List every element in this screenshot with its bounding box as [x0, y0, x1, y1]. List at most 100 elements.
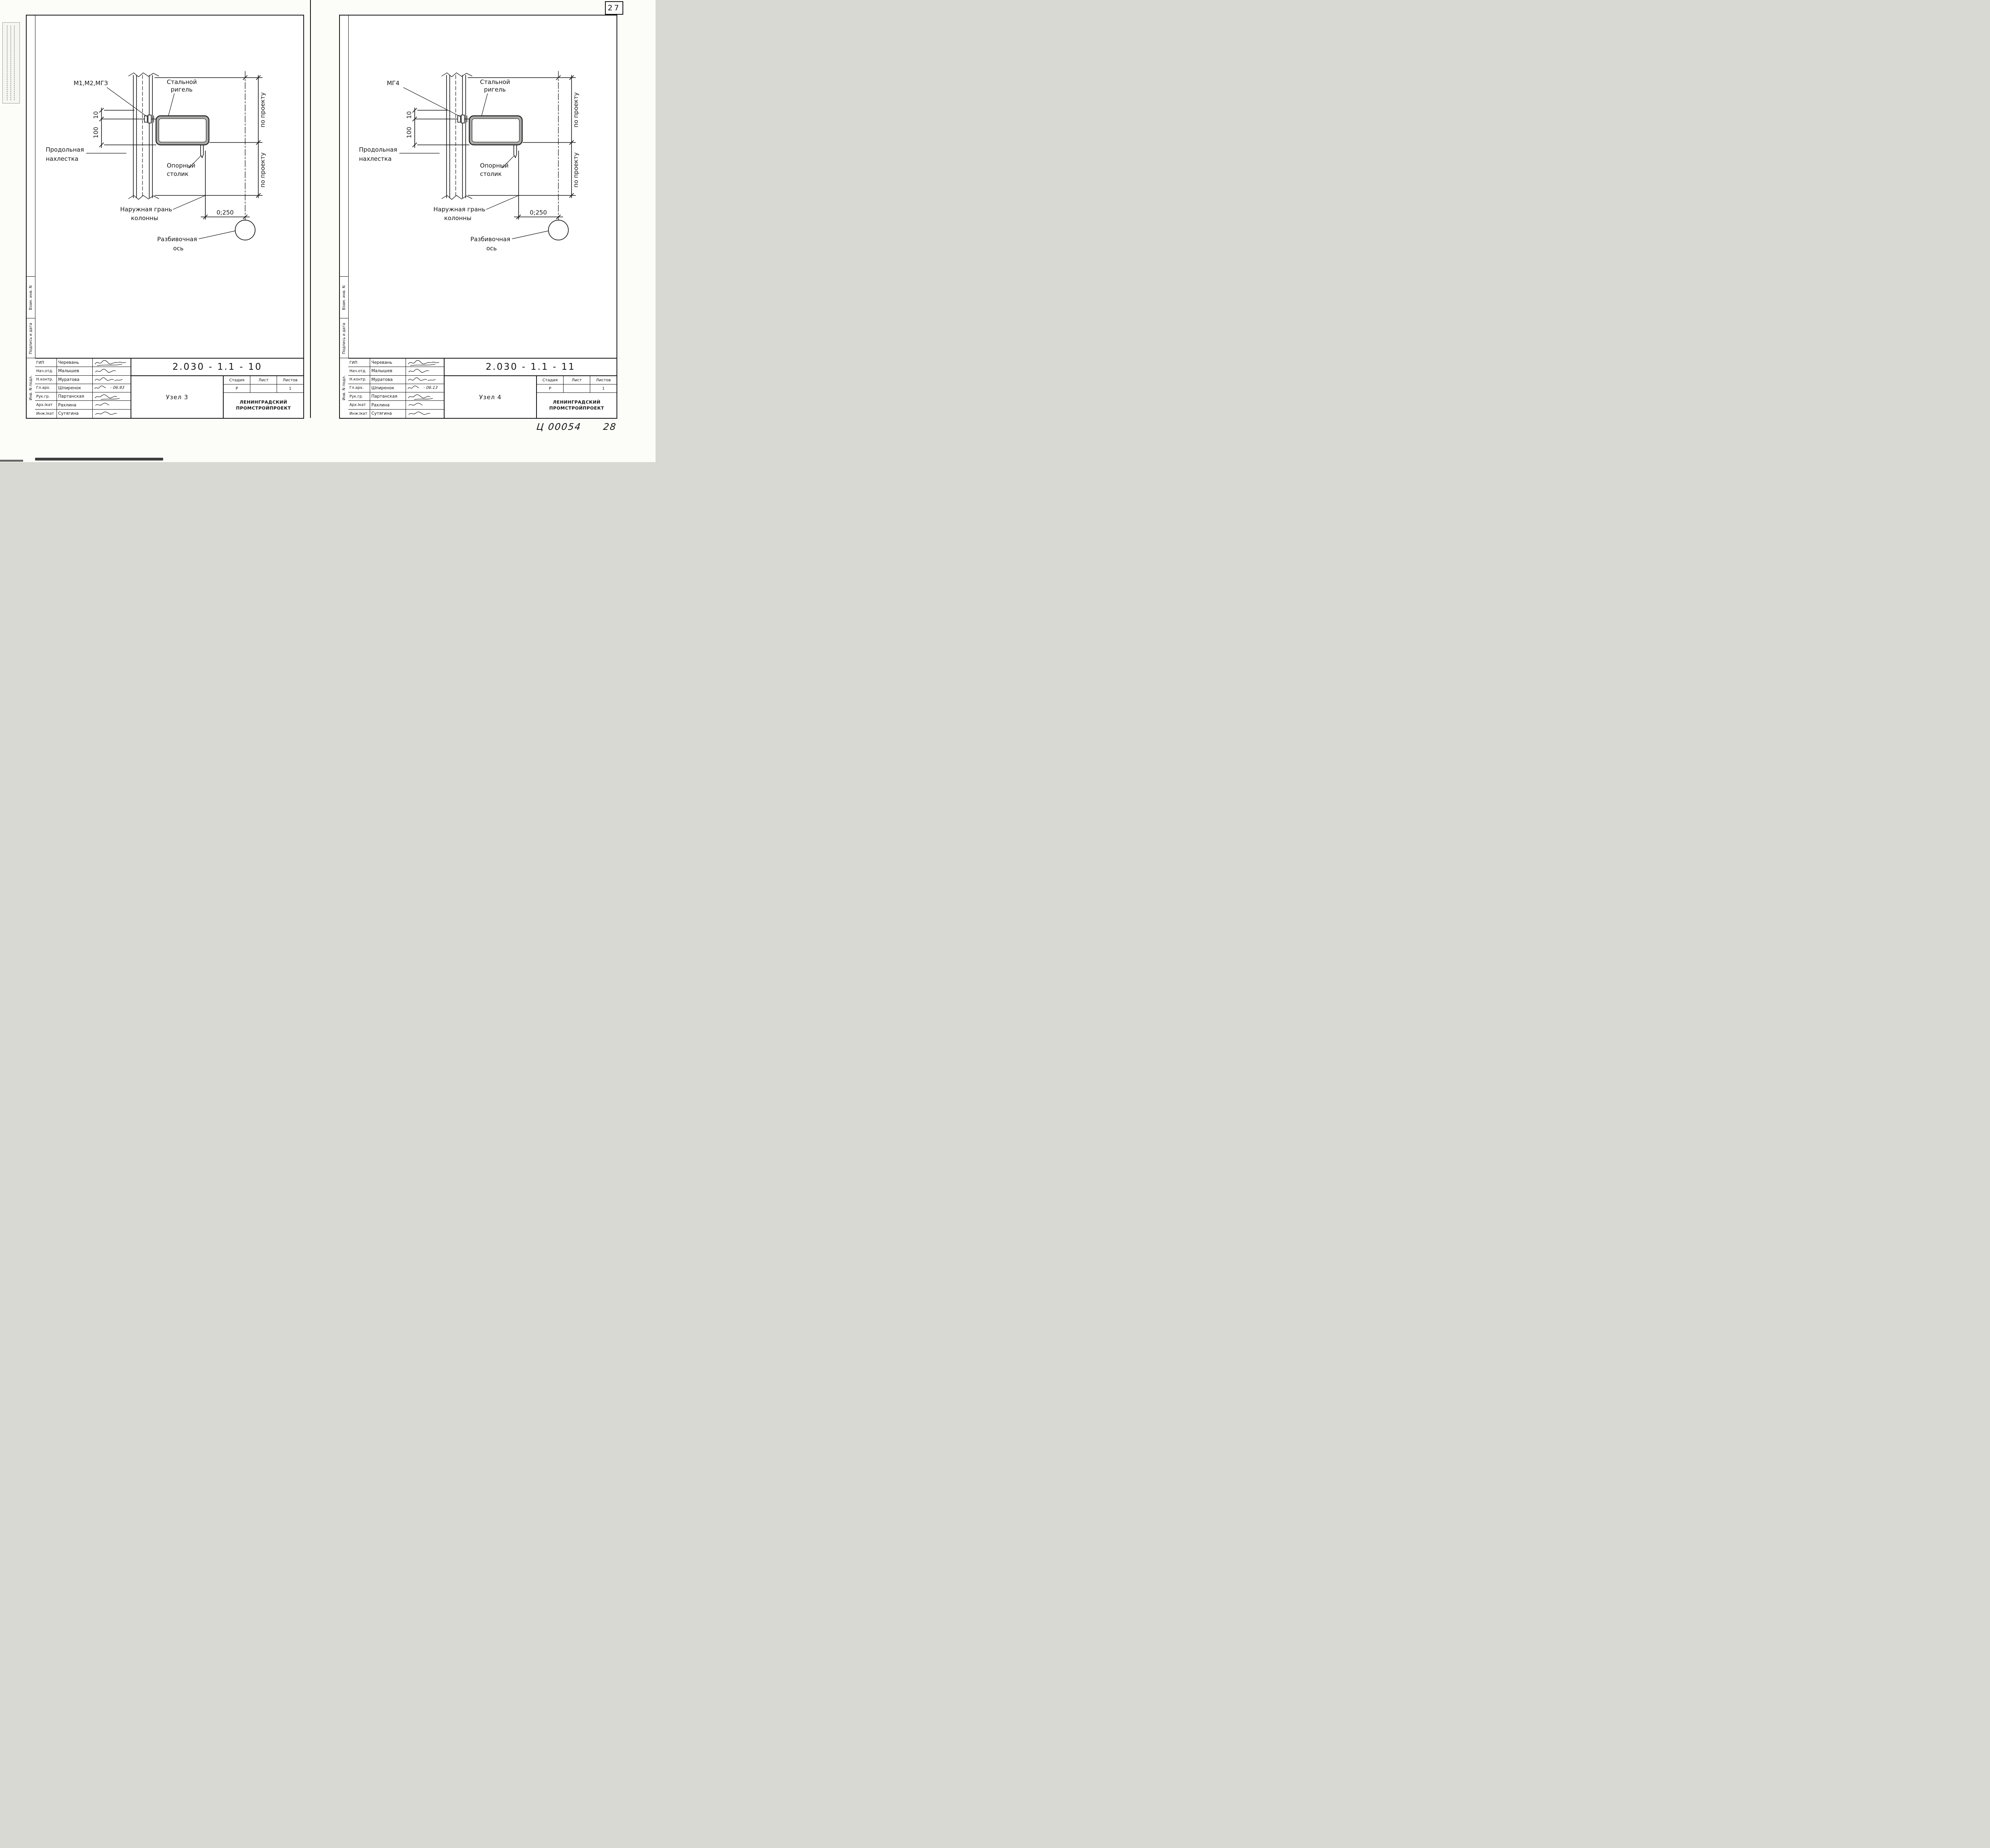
stamp-text-line	[7, 25, 8, 100]
role-cell: Рук.гр.	[35, 392, 57, 401]
steel-beam-section	[155, 115, 210, 146]
break-line-top	[128, 72, 159, 77]
steel-beam-label: Стальной	[480, 78, 510, 86]
break-line-bottom	[128, 195, 159, 200]
name-cell: Малышев	[57, 367, 93, 376]
name-cell: Партанская	[370, 392, 406, 401]
role-cell: ГИП	[35, 359, 57, 367]
title-block: ГИП Черевань Нач.отд. Малышев Н.контр. М…	[35, 358, 303, 418]
leader-face	[486, 195, 518, 210]
column-lines	[133, 75, 153, 198]
leader-axis	[199, 230, 236, 239]
scan-artifact	[35, 458, 163, 461]
axis-label: Разбивочная	[157, 236, 197, 243]
signature-cell	[93, 392, 131, 401]
signature-cell	[406, 410, 444, 418]
name-cell: Сутягина	[57, 409, 93, 418]
signature-scribble	[95, 369, 116, 373]
stage-header: Стадия	[224, 376, 250, 384]
signature-scribble	[408, 412, 430, 415]
detail-drawing: МГ4 Стальной ригель Продольная нахлестка…	[359, 71, 579, 252]
axis-label: ось	[173, 245, 183, 252]
steel-beam-label: Стальной	[167, 78, 197, 86]
organization-line: ЛЕНИНГРАДСКИЙ	[240, 399, 287, 405]
dim-250	[514, 150, 563, 220]
title-block-lower: Узел 4 Стадия Лист Листов Р 1	[445, 376, 617, 418]
dim-left	[412, 107, 470, 148]
stage-header-row: Стадия Лист Листов	[537, 376, 617, 384]
sheets-header: Листов	[596, 378, 611, 382]
axis-circle	[548, 220, 569, 240]
signature-cell	[406, 392, 444, 401]
overlap-label: нахлестка	[46, 155, 78, 162]
title-block-lower: Узел 3 Стадия Лист Листов Р 1	[131, 376, 303, 418]
support-bracket	[513, 144, 517, 158]
project-label: по проекту	[259, 152, 266, 187]
side-section-inv: Инв. N подл.	[340, 358, 348, 418]
role-cell: Н.контр.	[35, 375, 57, 384]
leader-face	[173, 195, 205, 210]
leader-mark	[403, 87, 460, 117]
support-label: столик	[167, 170, 189, 178]
anchor-bolt	[415, 115, 472, 123]
side-section-vzam: Взам. инв. N	[27, 276, 35, 318]
sheet-right: МГ4 Стальной ригель Продольная нахлестка…	[339, 15, 617, 419]
signature-cell: - 06.13	[406, 384, 444, 393]
page-number-box: 27	[605, 1, 623, 15]
name-cell: Шпиренок	[57, 384, 93, 393]
footer-handwritten-note: Ц 00054 28	[536, 422, 617, 432]
sheets-value: 1	[602, 386, 605, 391]
role-cell: Рук.гр.	[348, 392, 370, 401]
sheets-value: 1	[289, 386, 292, 391]
title-block-right: 2.030 - 1.1 - 11 Узел 4 Стадия Лист Лист…	[445, 359, 617, 418]
role-cell: Арх.Iкат	[348, 401, 370, 410]
node-title: Узел 3	[131, 376, 224, 418]
sheets-header: Листов	[283, 378, 298, 382]
signature-scribble	[408, 360, 439, 366]
leader-mark	[107, 87, 147, 117]
axis-tick	[243, 75, 248, 80]
column-lines	[446, 75, 466, 198]
name-cell: Черевань	[57, 359, 93, 367]
signature-cell	[406, 401, 444, 410]
name-cell: Сутягина	[370, 409, 406, 418]
signature-cell	[93, 410, 131, 418]
face-label: Наружная грань	[433, 206, 485, 213]
document-number: 2.030 - 1.1 - 10	[131, 359, 303, 376]
role-cell: Гл.арх.	[348, 384, 370, 393]
project-label: по проекту	[259, 92, 266, 127]
signature-cell	[93, 367, 131, 376]
signature-scribble	[408, 386, 419, 389]
sheet-left: М1,М2,МГЗ Стальной ригель Продольная нах…	[26, 15, 304, 419]
signature-cell	[406, 359, 444, 367]
dim-100-label: 100	[406, 127, 413, 139]
stamp-text-line	[14, 25, 15, 100]
overlap-label: нахлестка	[359, 155, 392, 162]
document-number: 2.030 - 1.1 - 11	[445, 359, 617, 376]
name-cell: Муратова	[57, 375, 93, 384]
steel-beam-label: ригель	[171, 86, 193, 93]
signature-scribble	[408, 377, 436, 381]
dim-line-project	[256, 75, 261, 198]
dim-line-project	[569, 75, 574, 198]
signature-table: ГИП Черевань Нач.отд. Малышев Н.контр. М…	[35, 359, 131, 418]
signature-scribble	[95, 360, 126, 366]
role-cell: Инж.Iкат	[35, 409, 57, 418]
name-cell: Малышев	[370, 367, 406, 376]
support-label: Опорный	[480, 162, 509, 169]
name-cell: Муратова	[370, 375, 406, 384]
face-label: Наружная грань	[120, 206, 172, 213]
signature-scribble	[95, 377, 123, 381]
side-label-podpis: Подпись и дата	[342, 322, 346, 354]
dim-left	[99, 107, 156, 148]
role-cell: Нач.отд.	[348, 367, 370, 376]
signature-cell	[93, 376, 131, 384]
stage-header: Стадия	[537, 376, 564, 384]
organization-line: ПРОМСТРОЙПРОЕКТ	[549, 405, 604, 411]
mark-label: М1,М2,МГЗ	[74, 80, 108, 87]
role-cell: Н.контр.	[348, 375, 370, 384]
signature-scribble	[94, 386, 106, 389]
side-label-podpis: Подпись и дата	[29, 322, 33, 354]
organization-line: ЛЕНИНГРАДСКИЙ	[553, 399, 601, 405]
role-cell: Нач.отд.	[35, 367, 57, 376]
